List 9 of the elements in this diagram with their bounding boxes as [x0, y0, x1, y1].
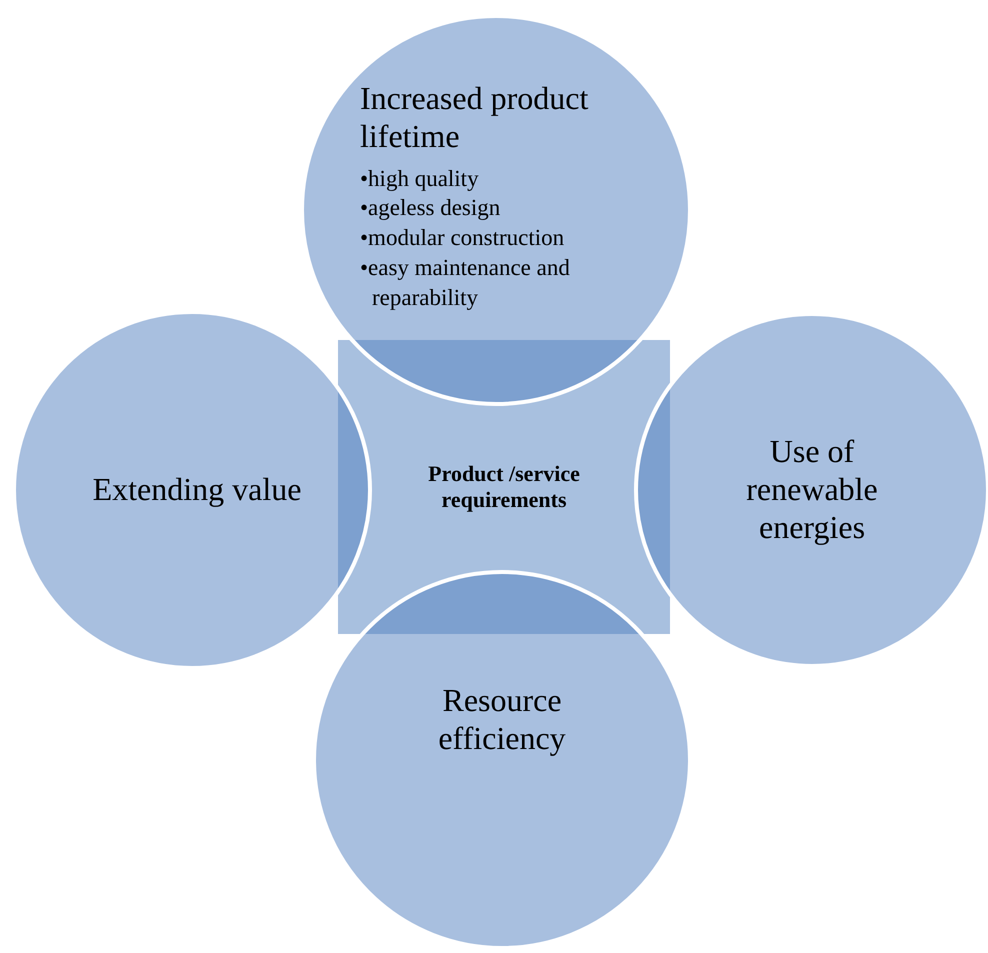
bullet-item: •easy maintenance and reparability [360, 254, 571, 312]
node-title: Extending value [92, 471, 302, 509]
bullet-item: •high quality [360, 164, 480, 193]
bullet-item: •ageless design [360, 194, 502, 222]
node-title: Increased product lifetime [360, 80, 590, 156]
bullet-item: •modular construction [360, 224, 566, 252]
node-title: Resource efficiency [437, 682, 567, 758]
node-title: Product /service requirements [427, 461, 581, 513]
node-title: Use of renewable energies [745, 433, 879, 547]
